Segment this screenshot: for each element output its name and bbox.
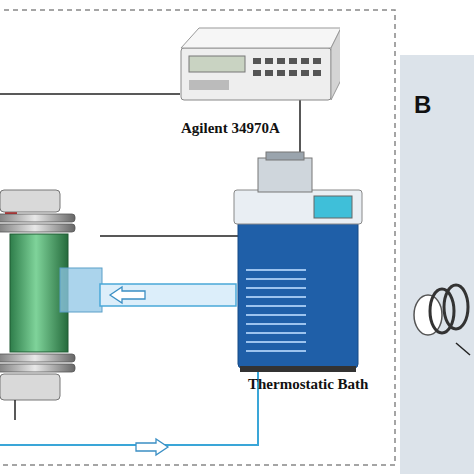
device-label: Agilent 34970A: [181, 120, 280, 137]
signal-wire: [0, 93, 180, 95]
thermostatic-bath: Thermostatic Bath: [228, 150, 388, 400]
coolant-pipe: [0, 372, 258, 455]
test-cell: [0, 190, 102, 420]
data-logger: Agilent 34970A: [175, 18, 340, 140]
coolant-pipe: [100, 284, 236, 306]
panel-frame: [0, 10, 395, 465]
device-label: Thermostatic Bath: [248, 376, 368, 393]
thermostatic-bath-drawing: [228, 150, 388, 400]
panel-b-drawing: [400, 55, 474, 474]
panel-b: B: [400, 55, 474, 474]
panel-letter: B: [414, 91, 431, 119]
